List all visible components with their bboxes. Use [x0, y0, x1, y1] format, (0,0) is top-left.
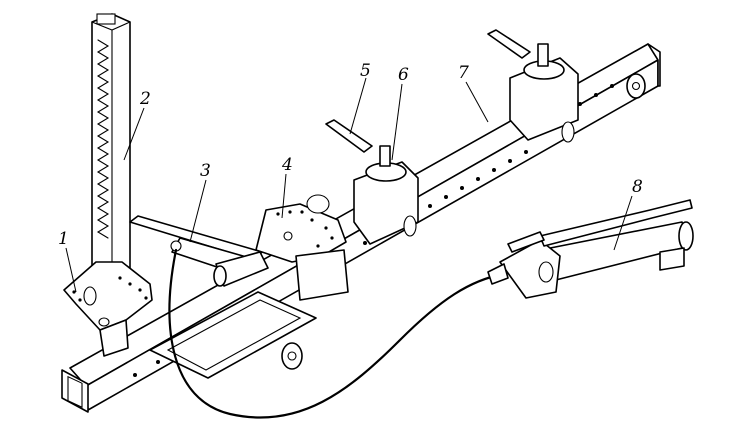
label-7: 7 [458, 63, 469, 83]
hydraulic-ram [129, 215, 269, 287]
leader-lines [65, 77, 633, 293]
clamp-handle-far [487, 29, 531, 59]
hydraulic-hose [168, 248, 506, 419]
label-4: 4 [281, 155, 293, 175]
sliding-clamp-mid [353, 145, 419, 245]
rotating-bracket [255, 194, 349, 301]
label-6: 6 [398, 65, 409, 85]
vertical-tower [91, 13, 131, 293]
label-8: 8 [632, 177, 643, 197]
sliding-clamp-far [509, 43, 579, 143]
label-1: 1 [58, 229, 69, 249]
hand-pump [487, 199, 694, 299]
label-3: 3 [200, 161, 211, 181]
label-5: 5 [360, 61, 371, 81]
label-2: 2 [139, 89, 151, 109]
wheeled-support [149, 73, 646, 379]
clamp-handle-mid [325, 119, 373, 153]
tower-base-plate [63, 261, 153, 357]
